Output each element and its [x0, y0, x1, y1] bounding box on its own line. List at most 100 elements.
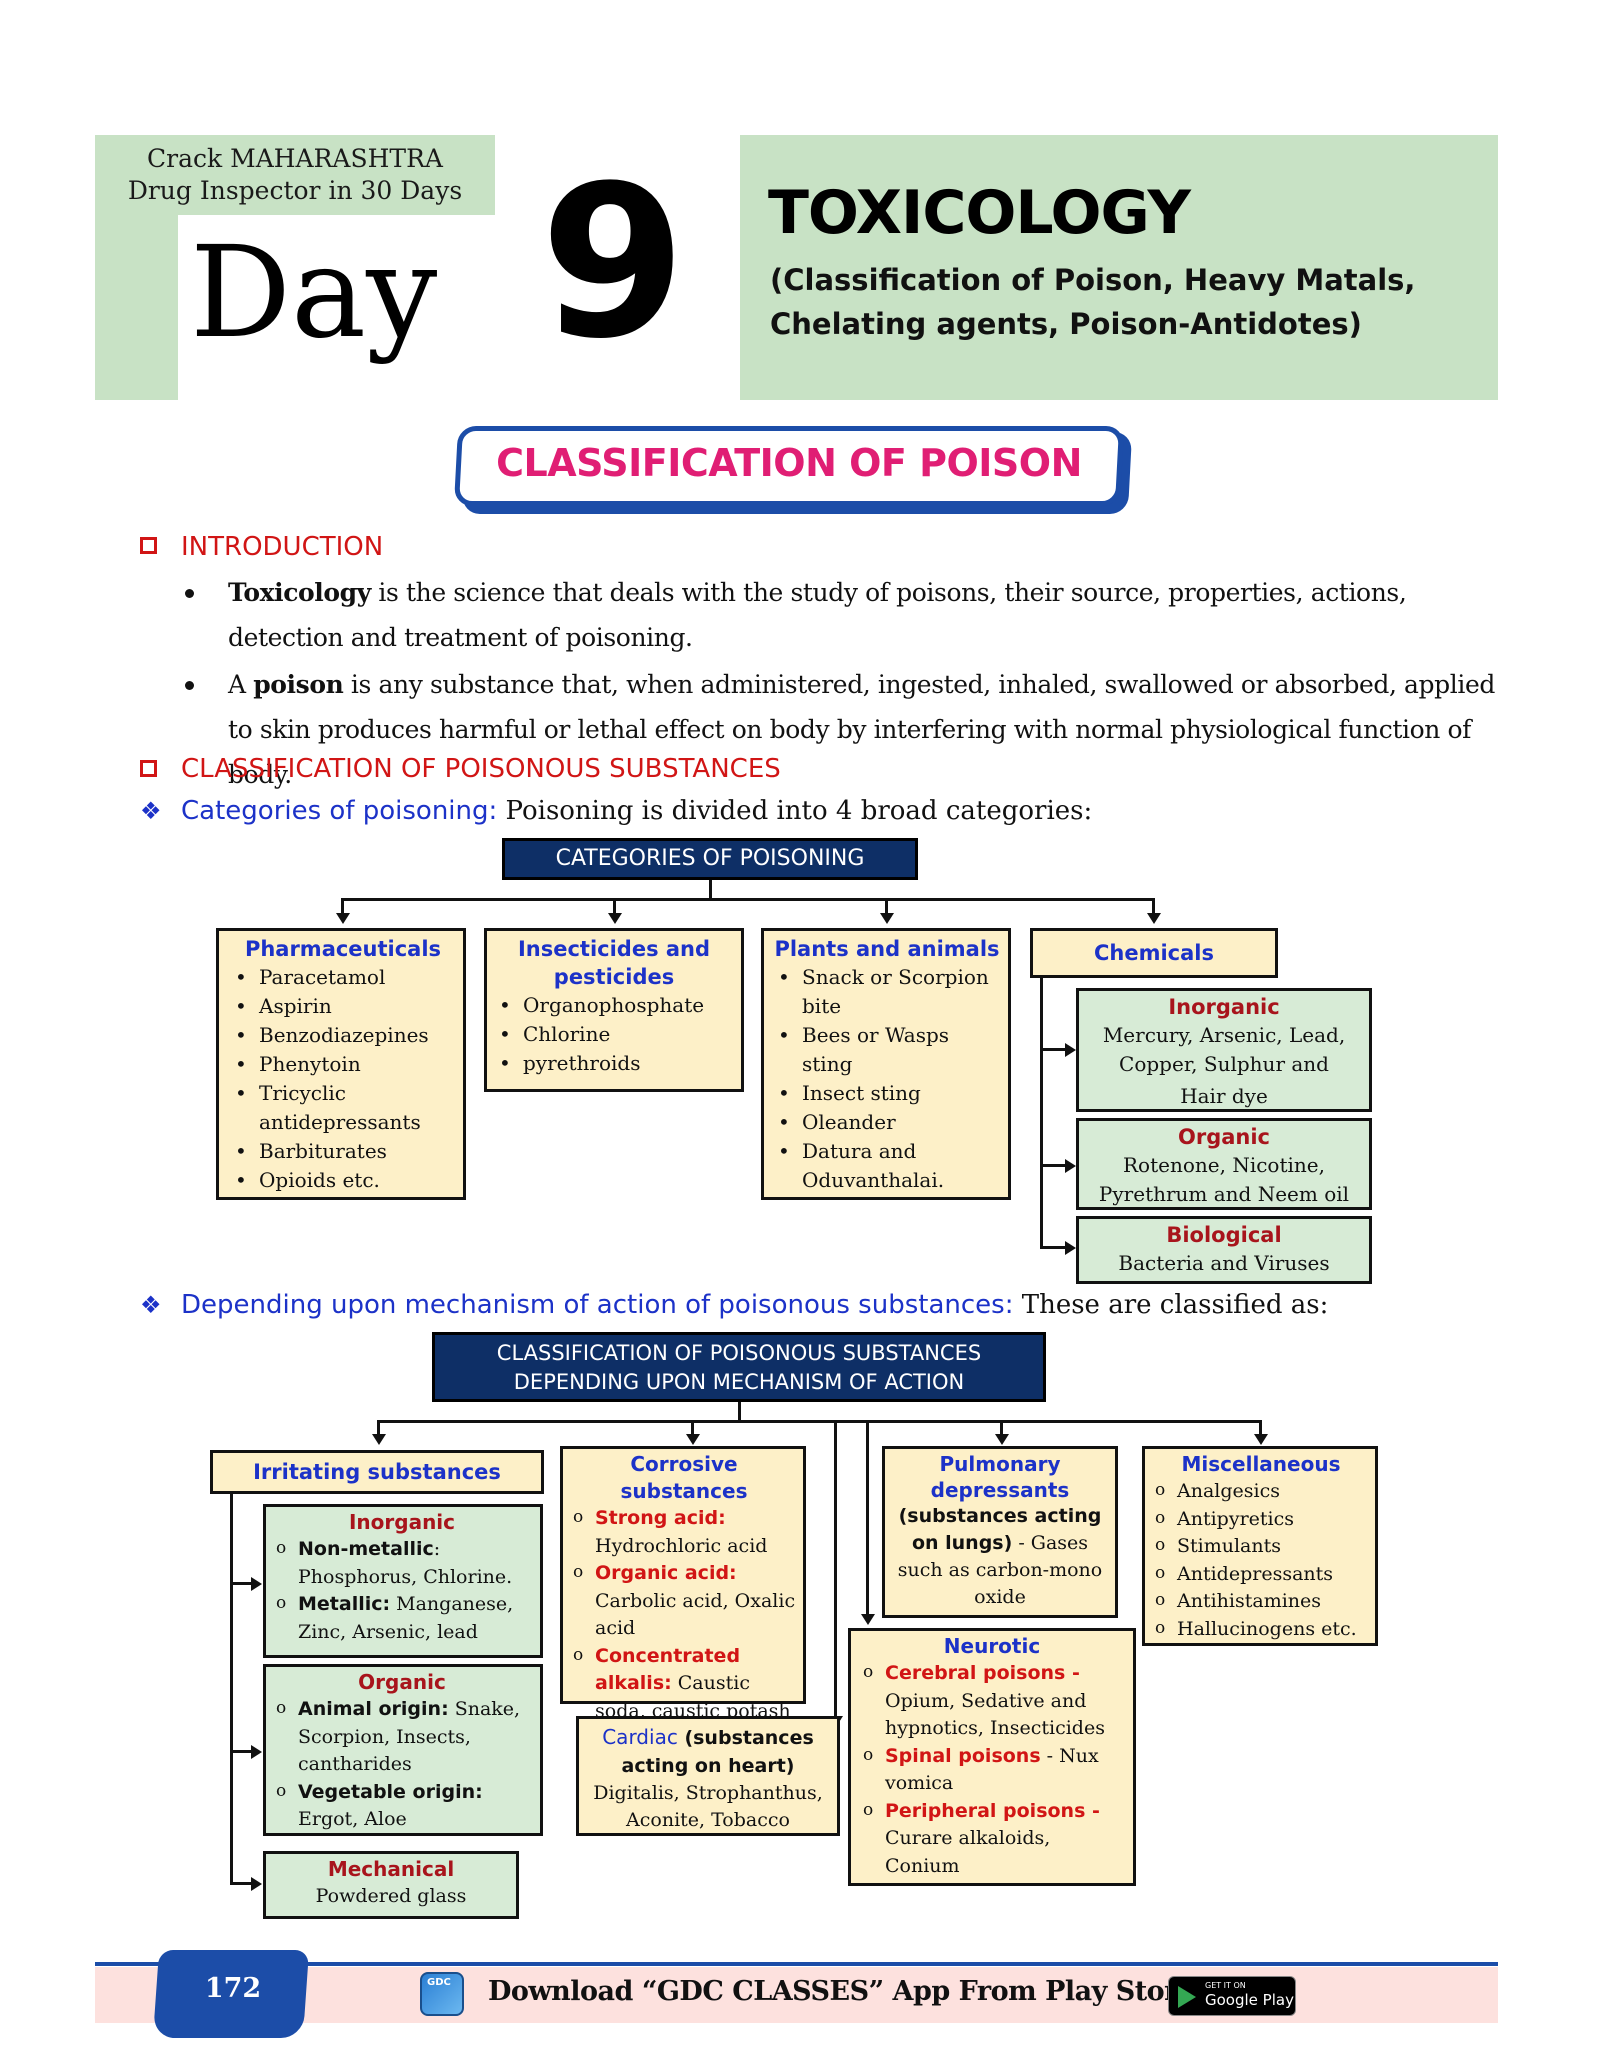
connector-line	[1040, 978, 1043, 1248]
cardiac-text: Digitalis, Strophanthus, Aconite, Tobacc…	[593, 1782, 823, 1831]
list-item: Animal origin: Snake, Scorpion, Insects,…	[272, 1695, 532, 1779]
inorganic-text-line-1: Mercury, Arsenic, Lead,	[1102, 1023, 1346, 1047]
organic-title: Organic	[1177, 1125, 1270, 1149]
irr-inorganic-title: Inorganic	[348, 1510, 456, 1534]
mechanical-box: Mechanical Powdered glass	[263, 1851, 519, 1919]
mechanism-tail: These are classified as:	[1013, 1290, 1329, 1320]
pharmaceuticals-list: Paracetamol Aspirin Benzodiazepines Phen…	[227, 963, 459, 1195]
list-item: Stimulants	[1151, 1532, 1371, 1561]
pulmonary-title-line-2: depressants	[930, 1478, 1070, 1502]
list-item: Aspirin	[227, 992, 459, 1021]
arrow-down-icon	[995, 1434, 1009, 1445]
arrow-down-icon	[608, 913, 622, 924]
plants-animals-list: Snack or Scorpion bite Bees or Wasps sti…	[770, 963, 1004, 1195]
play-store-icon	[1178, 1986, 1196, 2008]
inorganic-title: Inorganic	[1168, 995, 1280, 1019]
connector-line	[230, 1494, 233, 1884]
insecticides-box: Insecticides and pesticides Organophosph…	[484, 928, 744, 1092]
irritating-substances-box: Irritating substances	[210, 1450, 544, 1494]
chapter-subtitle-line-1: (Classification of Poison, Heavy Matals,	[770, 263, 1416, 297]
biological-title: Biological	[1166, 1223, 1282, 1247]
irr-inorganic-list: Non-metallic: Phosphorus, Chlorine. Meta…	[272, 1535, 532, 1646]
list-item: Non-metallic: Phosphorus, Chlorine.	[272, 1535, 532, 1591]
irritating-title: Irritating substances	[253, 1460, 501, 1484]
connector-line	[1259, 1420, 1262, 1435]
arrow-right-icon	[251, 1577, 262, 1591]
arrow-down-icon	[372, 1434, 386, 1445]
gdc-app-icon[interactable]: GDC	[420, 1972, 464, 2016]
bullet-icon	[185, 681, 194, 690]
list-item: Antihistamines	[1151, 1587, 1371, 1616]
cardiac-title: Cardiac	[602, 1725, 678, 1749]
mechanism-line: Depending upon mechanism of action of po…	[181, 1288, 1328, 1322]
list-item: Snack or Scorpion bite	[770, 963, 1004, 1021]
connector-line	[1000, 1420, 1003, 1435]
corrosive-title: Corrosive substances	[620, 1452, 748, 1503]
list-item: Barbiturates	[227, 1137, 459, 1166]
connector-line	[341, 898, 344, 914]
bullet-icon	[185, 589, 194, 598]
connector-line	[709, 880, 712, 900]
mechanical-text: Powdered glass	[315, 1885, 467, 1907]
pharmaceuticals-title: Pharmaceuticals	[244, 937, 442, 961]
organic-chemicals-box: Organic Rotenone, Nicotine, Pyrethrum an…	[1076, 1118, 1372, 1210]
categories-line: Categories of poisoning: Poisoning is di…	[181, 794, 1092, 828]
list-item: Spinal poisons - Nux vomica	[859, 1742, 1125, 1798]
list-item: Cerebral poisons - Opium, Sedative and h…	[859, 1659, 1125, 1743]
inorganic-text-line-2: Copper, Sulphur and	[1119, 1052, 1329, 1076]
biological-text: Bacteria and Viruses	[1118, 1251, 1330, 1275]
poison-term: poison	[253, 670, 344, 699]
list-item: Metallic: Manganese, Zinc, Arsenic, lead	[272, 1590, 532, 1646]
neurotic-box: Neurotic Cerebral poisons - Opium, Sedat…	[848, 1628, 1136, 1886]
mechanism-root-line-2: DEPENDING UPON MECHANISM OF ACTION	[513, 1370, 965, 1394]
connector-line	[885, 898, 888, 914]
google-play-badge[interactable]: GET IT ON Google Play	[1168, 1976, 1296, 2016]
miscellaneous-title: Miscellaneous	[1181, 1452, 1341, 1476]
insecticides-title-line-1: Insecticides and	[517, 937, 711, 961]
arrow-down-icon	[861, 1614, 875, 1625]
crack-line-2: Drug Inspector in 30 Days	[127, 176, 463, 205]
miscellaneous-list: Analgesics Antipyretics Stimulants Antid…	[1151, 1477, 1371, 1643]
list-item: Phenytoin	[227, 1050, 459, 1079]
list-item: Organic acid:Carbolic acid, Oxalic acid	[569, 1559, 799, 1643]
chemicals-title: Chemicals	[1093, 941, 1214, 965]
gdc-app-icon-text: GDC	[427, 1977, 451, 1988]
arrow-down-icon	[1254, 1434, 1268, 1445]
irritating-inorganic-box: Inorganic Non-metallic: Phosphorus, Chlo…	[263, 1504, 543, 1658]
checkbox-square-icon	[140, 760, 157, 777]
cardiac-box: Cardiac (substances acting on heart) Dig…	[576, 1716, 840, 1836]
corrosive-substances-box: Corrosive substances Strong acid:Hydroch…	[560, 1446, 806, 1722]
list-item: Datura and Oduvanthalai.	[770, 1137, 1004, 1195]
list-item: Antipyretics	[1151, 1505, 1371, 1534]
connector-line	[834, 1420, 837, 1718]
connector-line	[738, 1402, 741, 1422]
plants-animals-box: Plants and animals Snack or Scorpion bit…	[761, 928, 1011, 1200]
crack-label: Crack MAHARASHTRA Drug Inspector in 30 D…	[95, 143, 495, 207]
list-item: Bees or Wasps sting	[770, 1021, 1004, 1079]
google-play-text: Google Play	[1205, 1991, 1294, 2009]
list-item: Peripheral poisons - Curare alkaloids, C…	[859, 1797, 1125, 1881]
insecticides-title-line-2: pesticides	[553, 965, 675, 989]
arrow-right-icon	[1065, 1043, 1076, 1057]
mechanism-label: Depending upon mechanism of action of po…	[181, 1290, 1014, 1320]
banner-title: CLASSIFICATION OF POISON	[496, 441, 1082, 485]
header-left-inner	[178, 215, 495, 400]
connector-line	[1152, 898, 1155, 914]
corrosive-list: Strong acid:Hydrochloric acid Organic ac…	[569, 1504, 799, 1726]
connector-line	[230, 1882, 252, 1885]
intro-bullet-1-text: is the science that deals with the study…	[228, 578, 1407, 652]
list-item: Benzodiazepines	[227, 1021, 459, 1050]
pulmonary-title-line-1: Pulmonary	[939, 1452, 1061, 1476]
google-play-small-text: GET IT ON	[1205, 1981, 1246, 1990]
arrow-down-icon	[336, 913, 350, 924]
pulmonary-bold: (substances acting on lungs)	[898, 1505, 1102, 1554]
connector-line	[866, 1420, 869, 1616]
footer-line	[95, 1962, 1498, 1966]
crack-line-1: Crack MAHARASHTRA	[147, 144, 443, 173]
connector-line	[377, 1420, 380, 1435]
connector-line	[1040, 1246, 1066, 1249]
list-item: Concentrated alkalis: Caustic soda, caus…	[569, 1642, 799, 1726]
list-item: Antidepressants	[1151, 1560, 1371, 1589]
list-item: Analgesics	[1151, 1477, 1371, 1506]
categories-root-box: CATEGORIES OF POISONING	[502, 838, 918, 880]
